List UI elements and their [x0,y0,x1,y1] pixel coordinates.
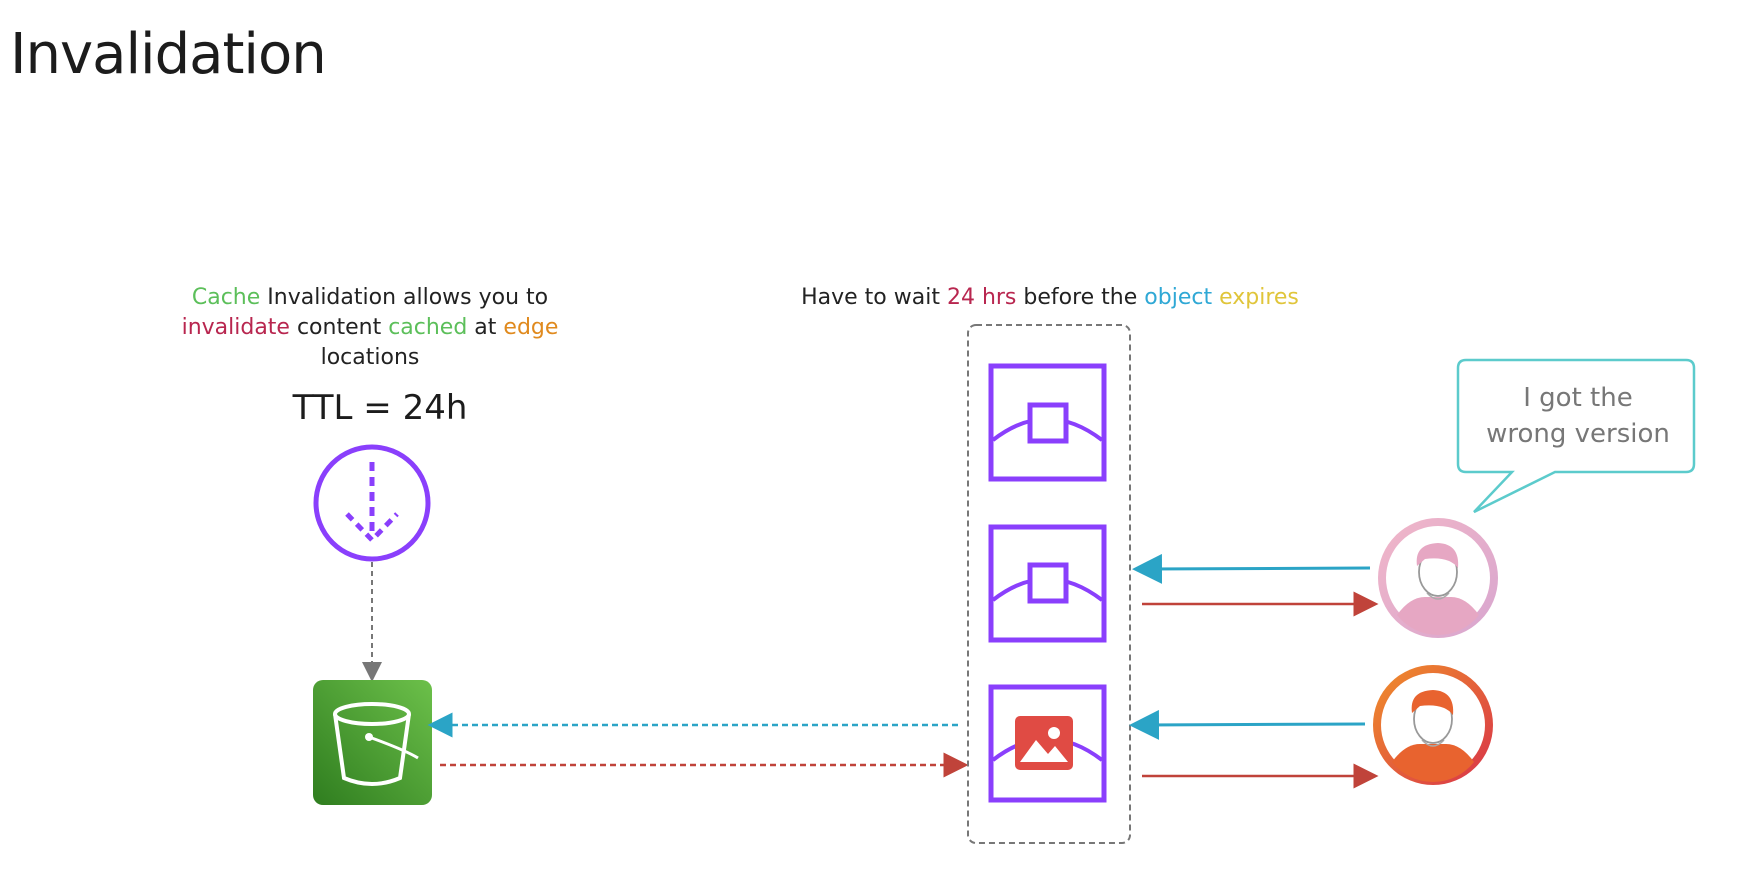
user2-request-arrow [1129,709,1366,740]
caption-line-1: Cache Invalidation allows you to [150,283,590,313]
caption-word-invalidate: invalidate [181,315,290,340]
edge-location-3-icon [988,684,1107,803]
speech-bubble-line-1: I got the [1523,383,1633,413]
edge-location-1-icon [988,363,1107,482]
caption-line-3: locations [150,343,590,373]
caption-line-2: invalidate content cached at edge [150,313,590,343]
image-icon [1015,716,1073,770]
user-1-avatar-icon [1378,518,1498,638]
speech-bubble-line-2: wrong version [1486,419,1670,449]
caption-word-cache: Cache [191,285,261,310]
invalidation-icon [313,444,431,562]
user1-request-arrow [1132,553,1371,584]
page-title: Invalidation [10,22,327,87]
caption-text: content [289,315,389,340]
caption-word-expires: expires [1219,285,1299,310]
caption-text: Have to wait [801,285,947,310]
speech-bubble-text: I got the wrong version [1458,380,1698,452]
caption-word-edge: edge [503,315,559,340]
user-2-avatar-icon [1373,665,1493,785]
caption-text: Invalidation allows you to [260,285,549,310]
ttl-label: TTL = 24h [292,388,468,428]
caption-word-locations: locations [320,345,420,370]
s3-bucket-icon [313,680,432,805]
edge-locations-group [967,324,1131,844]
caption-text: before the [1016,285,1145,310]
wait-caption: Have to wait 24 hrs before the object ex… [740,283,1360,313]
speech-bubble [1456,358,1696,514]
caption-word-cached: cached [388,315,468,340]
invalidation-caption: Cache Invalidation allows you to invalid… [150,283,590,373]
edge-location-2-icon [988,524,1107,643]
caption-text: at [467,315,504,340]
caption-word-24hrs: 24 hrs [946,285,1017,310]
caption-word-object: object [1144,285,1213,310]
